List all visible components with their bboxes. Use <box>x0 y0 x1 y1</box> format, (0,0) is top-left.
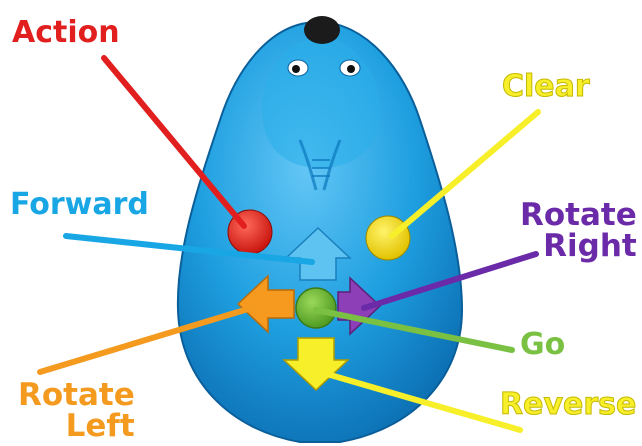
go-label: Go <box>520 330 565 360</box>
robot-nose <box>304 16 340 44</box>
clear-label: Clear <box>502 72 590 102</box>
rotate-right-label-line2: Right <box>520 231 637 262</box>
reverse-label: Reverse <box>500 390 636 420</box>
action-label: Action <box>12 18 120 48</box>
rotate-left-label: Rotate Left <box>18 380 135 442</box>
forward-label: Forward <box>10 190 149 220</box>
rotate-left-label-line2: Left <box>18 411 135 442</box>
rotate-right-label: Rotate Right <box>520 200 637 262</box>
